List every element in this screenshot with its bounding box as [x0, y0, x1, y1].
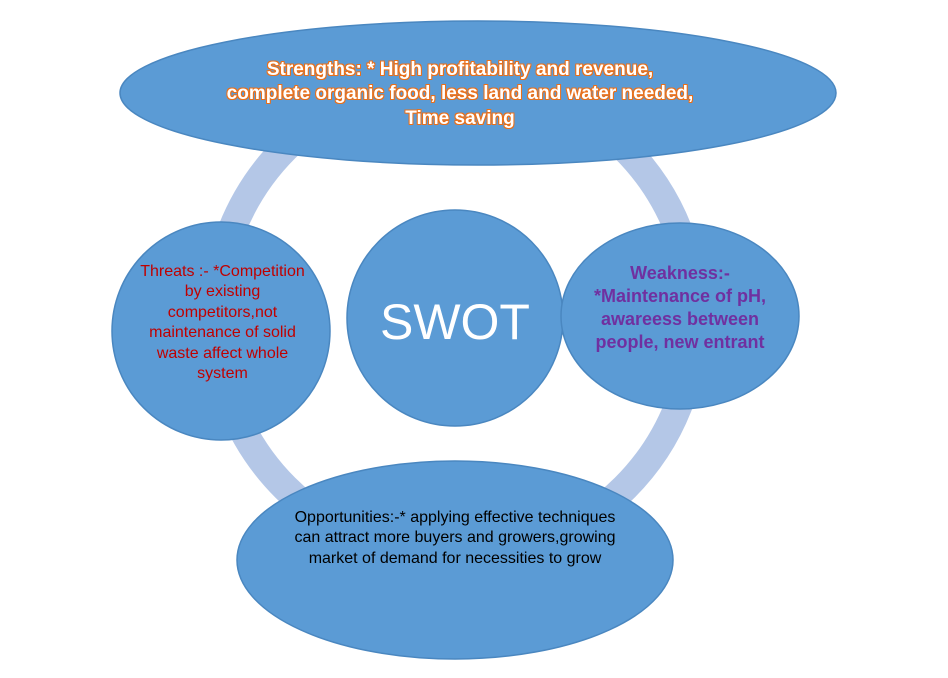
- opportunities-label: Opportunities:-* applying effective tech…: [294, 509, 616, 567]
- weakness-label: Weakness:- *Maintenance of pH, awareess …: [593, 263, 767, 353]
- strengths-label: Strengths: * High profitability and reve…: [226, 59, 694, 129]
- opportunities-node: [236, 460, 674, 660]
- swot-label: SWOT: [380, 294, 530, 350]
- threats-label: Threats :- *Competition by existing comp…: [140, 263, 305, 383]
- strengths-node: [119, 20, 837, 166]
- weakness-node: [560, 222, 800, 410]
- threats-node: [111, 221, 331, 441]
